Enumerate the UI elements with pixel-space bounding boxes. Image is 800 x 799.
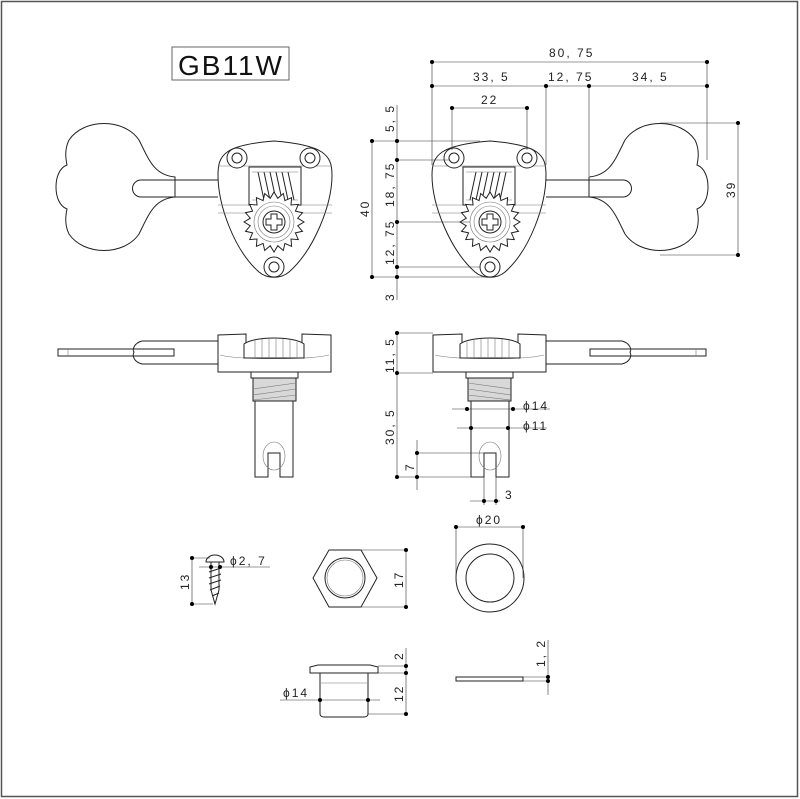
tuner-front-view-right <box>431 123 709 278</box>
parts-dimensions: ϕ2, 7 13 17 ϕ20 2 12 ϕ14 1, 2 <box>178 513 550 716</box>
dim-bushing-flange: 2 <box>392 651 406 660</box>
dim-washer-diameter: ϕ20 <box>476 513 502 527</box>
dim-slot-depth: 7 <box>403 462 417 471</box>
dim-nut-size: 17 <box>392 571 406 588</box>
dim-top-offset: 5, 5 <box>383 104 397 132</box>
key-edge <box>589 348 707 357</box>
title-box <box>171 46 290 81</box>
gear-screw <box>478 210 502 234</box>
bushing-side <box>309 664 379 718</box>
dim-segment-right: 34, 5 <box>632 70 669 84</box>
phillips-cross-icon <box>481 213 499 231</box>
front-dimensions: 80, 75 33, 5 12, 75 34, 5 22 5, 5 18, 75… <box>358 46 740 301</box>
side-dimensions: 11, 5 30, 5 7 ϕ14 ϕ11 3 <box>383 331 550 505</box>
dim-screw-length: 13 <box>178 573 192 590</box>
dim-segment-middle: 12, 75 <box>548 70 593 84</box>
dim-bushing-diameter: ϕ14 <box>523 399 549 413</box>
dim-segment-left: 33, 5 <box>473 70 510 84</box>
screw <box>205 554 225 606</box>
dim-overall-width: 80, 75 <box>549 46 594 60</box>
dim-plate-side-height: 11, 5 <box>383 337 397 373</box>
dim-lower-height: 12, 75 <box>383 220 397 265</box>
gear-knob <box>459 337 521 359</box>
mounting-hole <box>443 147 465 169</box>
dim-key-height: 39 <box>724 181 738 198</box>
dim-slot-width: 3 <box>505 488 514 502</box>
model-title: GB11W <box>178 50 284 81</box>
tuner-key <box>588 123 709 251</box>
dim-plate-height: 40 <box>358 200 372 217</box>
dim-hole-spacing: 22 <box>481 93 498 107</box>
dim-post-length: 30, 5 <box>383 408 397 445</box>
tuner-side-view-right <box>432 333 707 478</box>
dim-screw-diameter: ϕ2, 7 <box>230 554 267 568</box>
key-shaft <box>546 179 632 198</box>
dim-bottom-offset: 3 <box>383 292 397 301</box>
dim-bushing-diameter-part: ϕ14 <box>283 686 309 700</box>
dim-washer-thickness: 1, 2 <box>534 639 548 667</box>
mounting-hole <box>479 256 501 278</box>
dim-bushing-height: 12 <box>392 685 406 702</box>
mounting-hole <box>516 147 538 169</box>
dim-upper-height: 18, 75 <box>383 162 397 207</box>
dim-post-diameter: ϕ11 <box>523 419 548 433</box>
washer-side <box>455 676 524 682</box>
key-shaft-side <box>546 340 632 365</box>
